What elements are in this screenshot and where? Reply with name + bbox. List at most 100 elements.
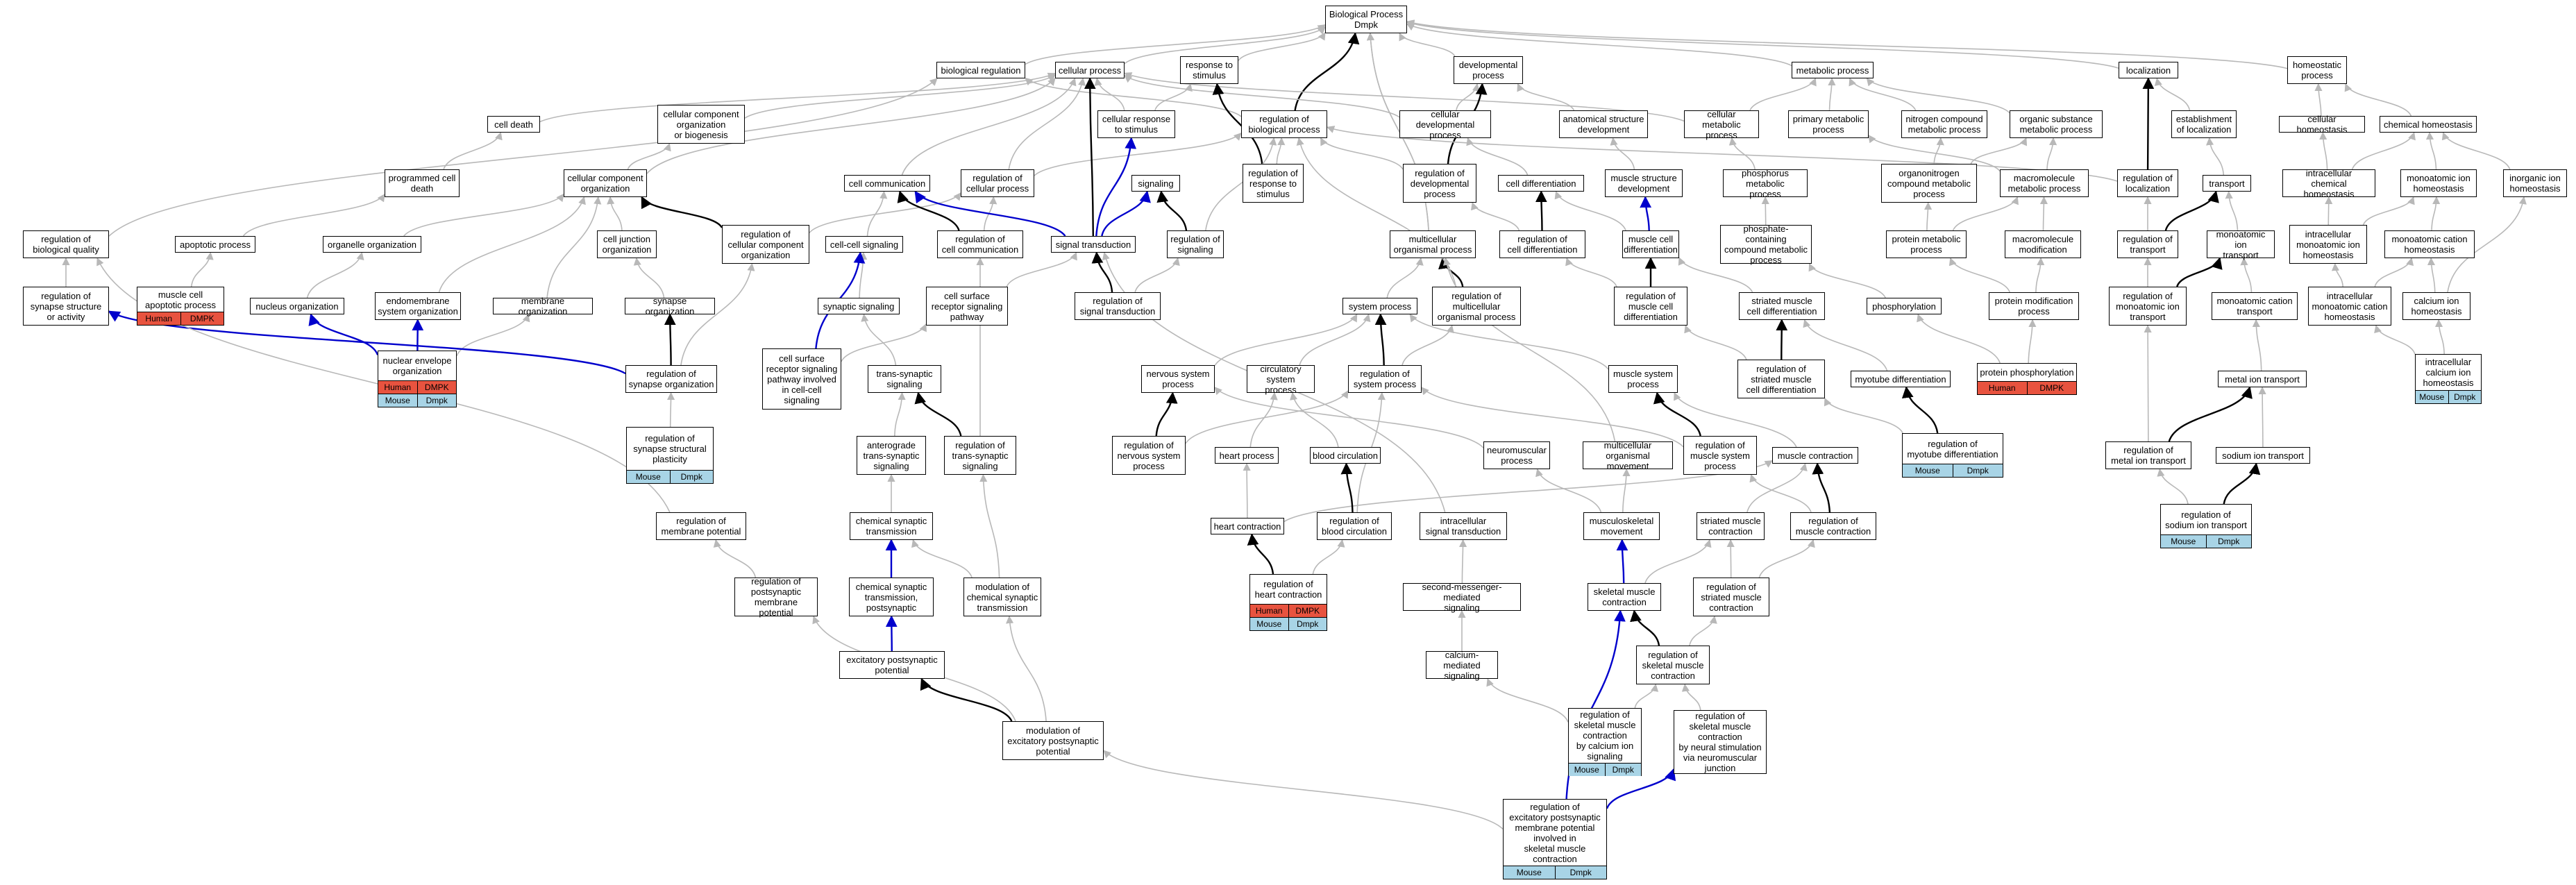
- go-term-regdev[interactable]: regulation of developmental process: [1403, 164, 1476, 203]
- go-term-homeo[interactable]: homeostatic process: [2287, 56, 2347, 84]
- go-term-protmod[interactable]: protein modification process: [1989, 292, 2079, 320]
- go-term-musdev[interactable]: muscle structure development: [1605, 169, 1683, 197]
- go-term-secmess[interactable]: second-messenger-mediated signaling: [1403, 582, 1521, 613]
- go-term-local[interactable]: localization: [2119, 62, 2178, 78]
- go-term-regtrans[interactable]: regulation of transport: [2117, 230, 2178, 258]
- go-term-antero[interactable]: anterograde trans-synaptic signaling: [857, 436, 926, 475]
- go-term-monocattrans[interactable]: monoatomic cation transport: [2212, 292, 2298, 320]
- go-term-chemsyn[interactable]: chemical synaptic transmission: [850, 512, 933, 540]
- go-term-regnervsys[interactable]: regulation of nervous system process: [1112, 436, 1186, 475]
- go-term-intrasig[interactable]: intracellular signal transduction: [1420, 512, 1507, 540]
- go-term-synsig[interactable]: synaptic signaling: [818, 298, 900, 314]
- go-term-metproc[interactable]: metabolic process: [1792, 62, 1874, 78]
- go-term-monohomeo[interactable]: monoatomic ion homeostasis: [2400, 169, 2477, 197]
- go-term-circsys[interactable]: circulatory system process: [1247, 364, 1315, 395]
- go-term-calsig[interactable]: calcium-mediated signaling: [1426, 650, 1498, 681]
- go-term-intracellchem[interactable]: intracellular chemical homeostasis: [2282, 168, 2375, 199]
- go-term-csrsp[interactable]: cell surface receptor signaling pathway: [926, 287, 1008, 326]
- go-term-cellcellsig[interactable]: cell-cell signaling: [825, 236, 903, 253]
- go-term-regcco[interactable]: regulation of cellular component organiz…: [722, 225, 809, 264]
- go-term-celldeath[interactable]: cell death: [487, 116, 540, 133]
- go-term-regskelneural[interactable]: regulation of skeletal muscle contractio…: [1674, 710, 1767, 774]
- go-term-nervsys[interactable]: nervous system process: [1141, 365, 1215, 393]
- go-term-calhomeo[interactable]: calcium ion homeostasis: [2402, 292, 2470, 320]
- go-term-regmuscelldiff[interactable]: regulation of muscle cell differentiatio…: [1614, 287, 1687, 326]
- go-term-synorg[interactable]: synapse organization: [625, 296, 715, 317]
- go-term-transsyn[interactable]: trans-synaptic signaling: [868, 365, 941, 393]
- go-term-inorghomeo[interactable]: inorganic ion homeostasis: [2503, 169, 2567, 197]
- go-term-skelcont[interactable]: skeletal muscle contraction: [1588, 583, 1661, 611]
- go-term-cellcomm[interactable]: cell communication: [844, 175, 930, 192]
- go-term-regcell[interactable]: regulation of cellular process: [961, 169, 1034, 197]
- go-term-modepp[interactable]: modulation of excitatory postsynaptic po…: [1002, 721, 1104, 760]
- go-term-epp[interactable]: excitatory postsynaptic potential: [839, 651, 945, 679]
- go-term-endo[interactable]: endomembrane system organization: [375, 292, 461, 320]
- go-term-cco[interactable]: cellular component organization: [564, 169, 647, 197]
- go-term-phosmet[interactable]: phosphorus metabolic process: [1723, 168, 1808, 199]
- go-term-regsysproc[interactable]: regulation of system process: [1348, 365, 1422, 393]
- go-term-regloc[interactable]: regulation of localization: [2117, 169, 2178, 197]
- go-term-ccob[interactable]: cellular component organization or bioge…: [657, 105, 745, 144]
- go-term-macromod[interactable]: macromolecule modification: [2005, 230, 2081, 258]
- go-term-neuromusc[interactable]: neuromuscular process: [1483, 441, 1550, 469]
- go-term-regtranssyn[interactable]: regulation of trans-synaptic signaling: [944, 436, 1016, 475]
- go-term-csrcc[interactable]: cell surface receptor signaling pathway …: [762, 348, 841, 410]
- go-term-regresp[interactable]: regulation of response to stimulus: [1243, 164, 1304, 203]
- go-term-chempost[interactable]: chemical synaptic transmission, postsyna…: [849, 578, 934, 616]
- go-term-regstriateddiff[interactable]: regulation of striated muscle cell diffe…: [1737, 360, 1825, 398]
- go-term-muscelldiff[interactable]: muscle cell differentiation: [1622, 230, 1679, 258]
- go-term-regmuscont[interactable]: regulation of muscle contraction: [1790, 512, 1876, 540]
- go-term-phoscomp[interactable]: phosphate-containing compound metabolic …: [1720, 224, 1812, 265]
- go-term-transport[interactable]: transport: [2203, 175, 2251, 192]
- go-term-macromet[interactable]: macromolecule metabolic process: [2000, 169, 2089, 197]
- go-term-respstim[interactable]: response to stimulus: [1180, 56, 1238, 84]
- go-term-regbloodcirc[interactable]: regulation of blood circulation: [1317, 512, 1392, 540]
- go-term-myotube[interactable]: myotube differentiation: [1851, 371, 1951, 387]
- go-term-regsynplast[interactable]: regulation of synapse structural plastic…: [626, 427, 714, 484]
- go-term-sysproc[interactable]: system process: [1342, 298, 1417, 314]
- go-term-intracellmonocat[interactable]: intracellular monoatomic cation homeosta…: [2308, 287, 2391, 326]
- go-term-phosph[interactable]: phosphorylation: [1867, 298, 1942, 314]
- go-term-regmulti[interactable]: regulation of multicellular organismal p…: [1432, 287, 1521, 326]
- go-term-multimove[interactable]: multicellular organismal movement: [1583, 440, 1673, 471]
- go-term-nucorg[interactable]: nucleus organization: [250, 298, 344, 314]
- go-term-cellresp[interactable]: cellular response to stimulus: [1097, 110, 1175, 138]
- go-term-multiorg[interactable]: multicellular organismal process: [1390, 230, 1476, 258]
- go-term-anatdev[interactable]: anatomical structure development: [1559, 110, 1648, 138]
- go-term-cellproc[interactable]: cellular process: [1055, 62, 1125, 78]
- go-term-pcd[interactable]: programmed cell death: [385, 169, 460, 197]
- go-term-regbioqual[interactable]: regulation of biological quality: [23, 230, 109, 258]
- go-term-celldev[interactable]: cellular developmental process: [1399, 109, 1491, 140]
- go-term-regpostsyn[interactable]: regulation of postsynaptic membrane pote…: [734, 576, 818, 618]
- go-term-sodium[interactable]: sodium ion transport: [2216, 447, 2310, 464]
- go-term-strcont[interactable]: striated muscle contraction: [1697, 512, 1765, 540]
- go-term-bioreg[interactable]: biological regulation: [936, 62, 1025, 78]
- go-term-intramono[interactable]: intracellular monoatomic ion homeostasis: [2289, 225, 2367, 264]
- go-term-regmonotrans[interactable]: regulation of monoatomic ion transport: [2109, 287, 2187, 326]
- go-term-regmempot[interactable]: regulation of membrane potential: [656, 512, 746, 540]
- go-term-cellhomeo[interactable]: cellular homeostasis: [2279, 114, 2365, 135]
- go-term-root[interactable]: Biological Process Dmpk: [1325, 6, 1407, 33]
- go-term-regmussys[interactable]: regulation of muscle system process: [1683, 436, 1757, 475]
- go-term-celldiff[interactable]: cell differentiation: [1498, 175, 1584, 192]
- go-term-regcelldiff[interactable]: regulation of cell differentiation: [1499, 230, 1585, 258]
- go-term-devproc[interactable]: developmental process: [1454, 56, 1523, 84]
- go-term-metalion[interactable]: metal ion transport: [2218, 371, 2307, 387]
- go-term-regmetalion[interactable]: regulation of metal ion transport: [2105, 441, 2191, 469]
- go-term-sigtrans[interactable]: signal transduction: [1051, 236, 1136, 253]
- go-term-regsigtrans[interactable]: regulation of signal transduction: [1075, 292, 1161, 320]
- go-term-chemhomeo[interactable]: chemical homeostasis: [2380, 116, 2477, 133]
- go-term-orgnit[interactable]: organonitrogen compound metabolic proces…: [1881, 164, 1977, 203]
- go-term-mussys[interactable]: muscle system process: [1608, 365, 1678, 393]
- go-term-primmet[interactable]: primary metabolic process: [1788, 110, 1869, 138]
- go-term-muscmove[interactable]: musculoskeletal movement: [1583, 512, 1660, 540]
- go-term-signaling[interactable]: signaling: [1131, 175, 1180, 192]
- go-term-cellmet[interactable]: cellular metabolic process: [1684, 109, 1759, 140]
